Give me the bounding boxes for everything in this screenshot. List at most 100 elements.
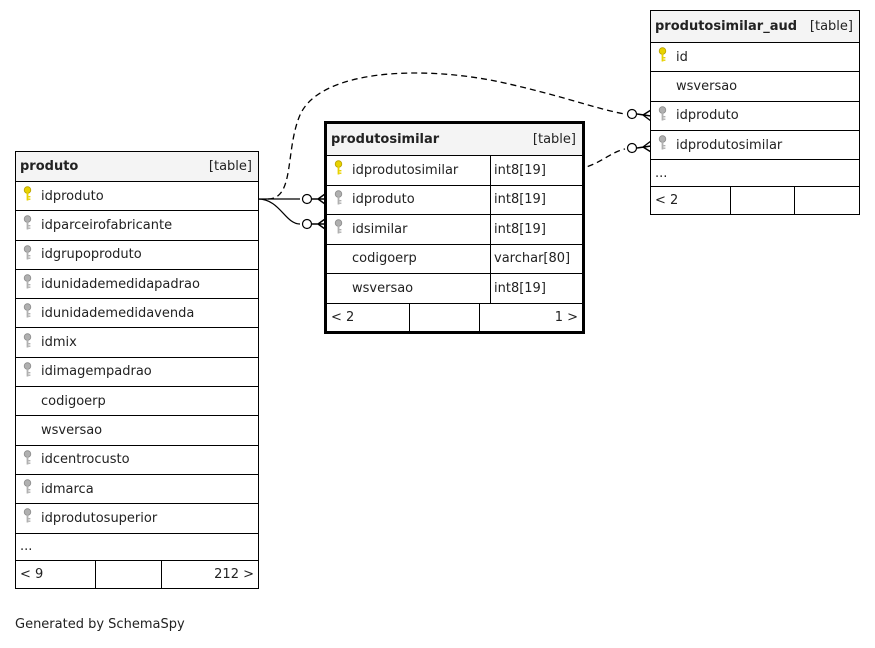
column-name: idparceirofabricante [41, 217, 173, 233]
more-columns-row: ... [16, 534, 258, 561]
column-name: wsversao [41, 423, 103, 439]
crowfoot-marker [312, 193, 326, 205]
key-slot [16, 303, 38, 323]
column-row-idimagempadrao[interactable]: idimagempadrao [16, 358, 258, 388]
column-type-text: int8[19] [494, 192, 546, 208]
optional-marker [301, 193, 313, 205]
key-slot [16, 450, 38, 470]
foreign-key-icon [658, 106, 667, 122]
crowfoot-marker [636, 140, 652, 153]
column-row-codigoerp[interactable]: codigoerp varchar[80] [327, 244, 582, 274]
key-slot [651, 106, 673, 126]
foreign-key-icon [334, 219, 343, 235]
column-type-text: int8[19] [494, 280, 546, 296]
table-name: produtosimilar [331, 132, 440, 147]
column-name: idimagempadrao [41, 364, 152, 380]
key-slot [16, 186, 38, 206]
column-row-idunidademedidapadrao[interactable]: idunidademedidapadrao [16, 270, 258, 300]
key-slot [16, 245, 38, 265]
column-row-idprodutosimilar[interactable]: idprodutosimilar [651, 131, 859, 161]
foreign-key-icon [23, 450, 32, 466]
footer-spacer [96, 560, 162, 588]
key-slot [651, 47, 673, 67]
foreign-key-icon [658, 135, 667, 151]
key-slot [16, 215, 38, 235]
column-row-id[interactable]: id [651, 43, 859, 73]
foreign-key-icon [23, 332, 32, 349]
key-slot [16, 508, 38, 528]
more-columns-row: ... [651, 160, 859, 188]
column-type: int8[19] [490, 156, 582, 185]
foreign-key-icon [23, 303, 32, 319]
table-header: produto [table] [16, 152, 258, 182]
column-row-idgrupoproduto[interactable]: idgrupoproduto [16, 241, 258, 270]
column-type-text: int8[19] [494, 162, 546, 178]
column-row-wsversao[interactable]: wsversao [651, 72, 859, 102]
foreign-key-icon [23, 215, 32, 231]
footer-spacer [731, 187, 795, 215]
column-row-codigoerp[interactable]: codigoerp [16, 387, 258, 417]
column-row-wsversao[interactable]: wsversao [16, 416, 258, 446]
column-name: codigoerp [41, 393, 106, 409]
generated-by-label: Generated by SchemaSpy [15, 617, 185, 632]
column-name: idgrupoproduto [41, 247, 142, 263]
key-slot [16, 274, 38, 294]
column-type: int8[19] [490, 215, 582, 244]
column-row-idunidademedidavenda[interactable]: idunidademedidavenda [16, 299, 258, 329]
table-header: produtosimilar [table] [327, 124, 582, 156]
column-name: wsversao [676, 78, 738, 94]
column-row-idproduto[interactable]: idproduto [651, 102, 859, 131]
table-kind: [table] [809, 19, 853, 34]
column-type: varchar[80] [490, 244, 582, 273]
key-slot [16, 479, 38, 499]
parent-count[interactable]: < 2 [327, 303, 410, 331]
key-slot [16, 362, 38, 382]
foreign-key-icon [23, 362, 32, 378]
column-row-idmarca[interactable]: idmarca [16, 475, 258, 505]
column-name: idproduto [676, 108, 739, 124]
table-footer: < 2 1 > [327, 303, 582, 331]
column-name: idproduto [41, 188, 104, 204]
table-name: produto [20, 159, 79, 174]
foreign-key-icon [23, 274, 32, 290]
column-name: idunidademedidapadrao [41, 276, 200, 292]
footer-spacer [410, 303, 480, 331]
optional-marker [626, 108, 638, 120]
parent-count[interactable]: < 9 [16, 560, 96, 588]
column-name: codigoerp [352, 251, 417, 267]
key-slot [327, 160, 349, 180]
column-row-idmix[interactable]: idmix [16, 328, 258, 358]
table-produto[interactable]: produto [table] idproduto idparceirofabri… [15, 151, 259, 589]
column-row-idcentrocusto[interactable]: idcentrocusto [16, 446, 258, 475]
key-slot [16, 332, 38, 353]
edge-produtosimilar-to-aud-idprodutosimilar [577, 148, 626, 170]
table-header: produtosimilar_aud [table] [651, 11, 859, 43]
child-count[interactable]: 1 > [554, 309, 578, 325]
column-name: idmix [41, 335, 77, 351]
column-name: idprodutosimilar [676, 137, 783, 153]
column-name: idprodutosuperior [41, 510, 158, 526]
column-name: idprodutosimilar [352, 162, 459, 178]
column-row-idprodutosimilar[interactable]: idprodutosimilar int8[19] [327, 156, 582, 186]
column-name: idunidademedidavenda [41, 305, 195, 321]
column-type: int8[19] [490, 185, 582, 214]
foreign-key-icon [334, 190, 343, 206]
column-row-idprodutosuperior[interactable]: idprodutosuperior [16, 504, 258, 534]
primary-key-icon [23, 186, 32, 202]
optional-marker [301, 218, 313, 230]
column-row-idparceirofabricante[interactable]: idparceirofabricante [16, 211, 258, 241]
parent-count[interactable]: < 2 [651, 187, 731, 215]
column-name: idcentrocusto [41, 452, 130, 468]
column-type-text: int8[19] [494, 221, 546, 237]
table-produtosimilar-aud[interactable]: produtosimilar_aud [table] id wsversao idp… [650, 10, 860, 216]
column-row-idproduto[interactable]: idproduto [16, 182, 258, 212]
child-count[interactable] [795, 187, 859, 214]
table-kind: [table] [208, 159, 252, 174]
child-count[interactable]: 212 > [214, 566, 254, 582]
column-name: id [676, 49, 688, 65]
